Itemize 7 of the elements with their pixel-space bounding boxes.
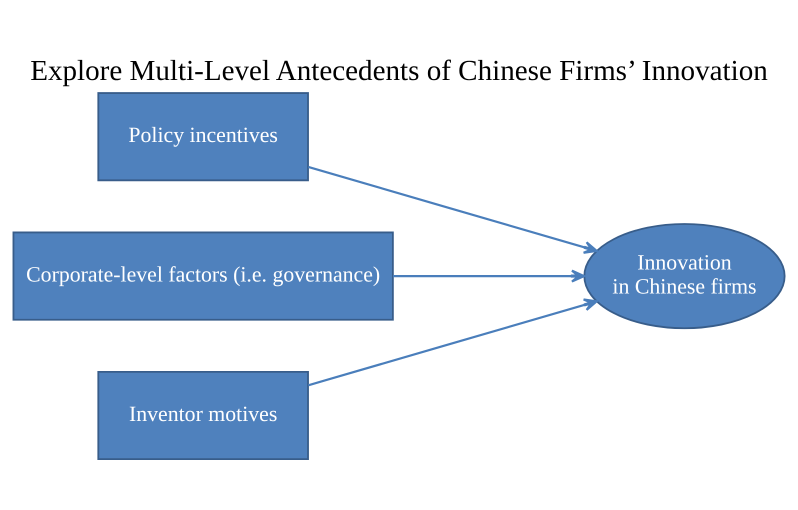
arrow: [392, 269, 586, 282]
node-box: Policy incentives: [97, 92, 309, 181]
arrow: [308, 298, 598, 386]
diagram-title: Explore Multi-Level Antecedents of Chinese Firms’ Innovation: [30, 54, 768, 86]
node-box: Corporate-level factors (i.e. governance): [12, 231, 394, 320]
arrow: [308, 165, 598, 254]
node-box: Inventor motives: [97, 370, 309, 460]
